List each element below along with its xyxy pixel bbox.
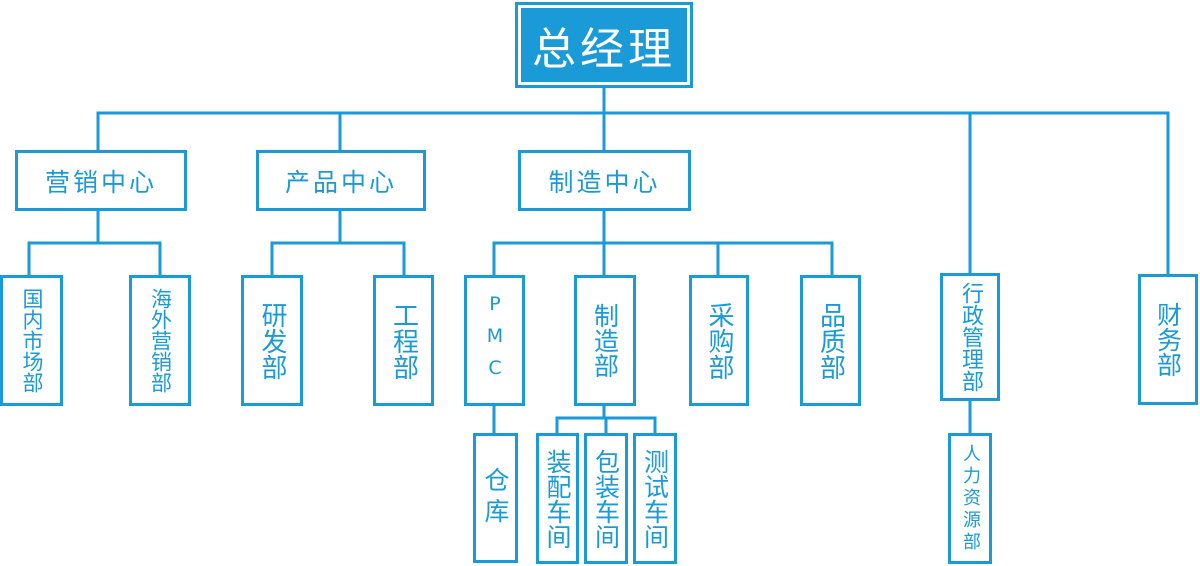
node-general-manager: 总经理	[515, 2, 693, 88]
node-label: 海外营销部	[148, 288, 173, 393]
node-rnd-dept: 研发部	[241, 275, 303, 406]
node-label: 营销中心	[44, 167, 157, 197]
node-marketing-center: 营销中心	[15, 150, 187, 211]
node-overseas-marketing: 海外营销部	[129, 275, 191, 406]
node-label: 测试车间	[640, 448, 670, 549]
node-pmc: PMC	[464, 275, 525, 406]
node-label: 包装车间	[591, 448, 621, 549]
connector-manufacturing	[492, 208, 834, 278]
node-label: 人力资源部	[960, 443, 981, 554]
node-manufacturing-center: 制造中心	[518, 150, 691, 211]
connector-workshops	[555, 402, 657, 436]
node-quality-dept: 品质部	[800, 275, 861, 406]
node-label: 制造部	[590, 303, 620, 378]
node-manufacturing-dept: 制造部	[574, 275, 636, 406]
node-warehouse: 仓库	[473, 433, 518, 563]
node-label: 品质部	[815, 301, 846, 380]
node-domestic-market: 国内市场部	[0, 275, 63, 406]
node-label: 采购部	[704, 301, 734, 380]
node-assembly-workshop: 装配车间	[536, 433, 579, 564]
node-engineering-dept: 工程部	[373, 275, 434, 406]
node-label: 行政管理部	[958, 282, 983, 392]
node-purchasing-dept: 采购部	[689, 275, 749, 406]
connector-marketing	[27, 208, 162, 278]
node-finance-dept: 财务部	[1138, 274, 1198, 405]
node-label: 制造中心	[548, 167, 661, 197]
node-label: 国内市场部	[20, 288, 44, 393]
node-label: 仓库	[481, 467, 510, 529]
connector-root-bus	[96, 86, 1170, 276]
node-product-center: 产品中心	[256, 150, 426, 211]
node-hr-dept: 人力资源部	[948, 433, 992, 564]
connector-product	[270, 208, 406, 278]
node-testing-workshop: 测试车间	[633, 433, 677, 564]
node-label: 装配车间	[543, 448, 572, 549]
node-label: 研发部	[257, 301, 287, 380]
node-label: 工程部	[388, 301, 419, 380]
node-packaging-workshop: 包装车间	[584, 433, 628, 564]
node-label: 总经理	[532, 24, 676, 75]
node-label: 财务部	[1153, 302, 1183, 377]
node-label: 产品中心	[284, 167, 397, 197]
node-admin-dept: 行政管理部	[940, 273, 1000, 401]
node-label: PMC	[484, 292, 506, 389]
